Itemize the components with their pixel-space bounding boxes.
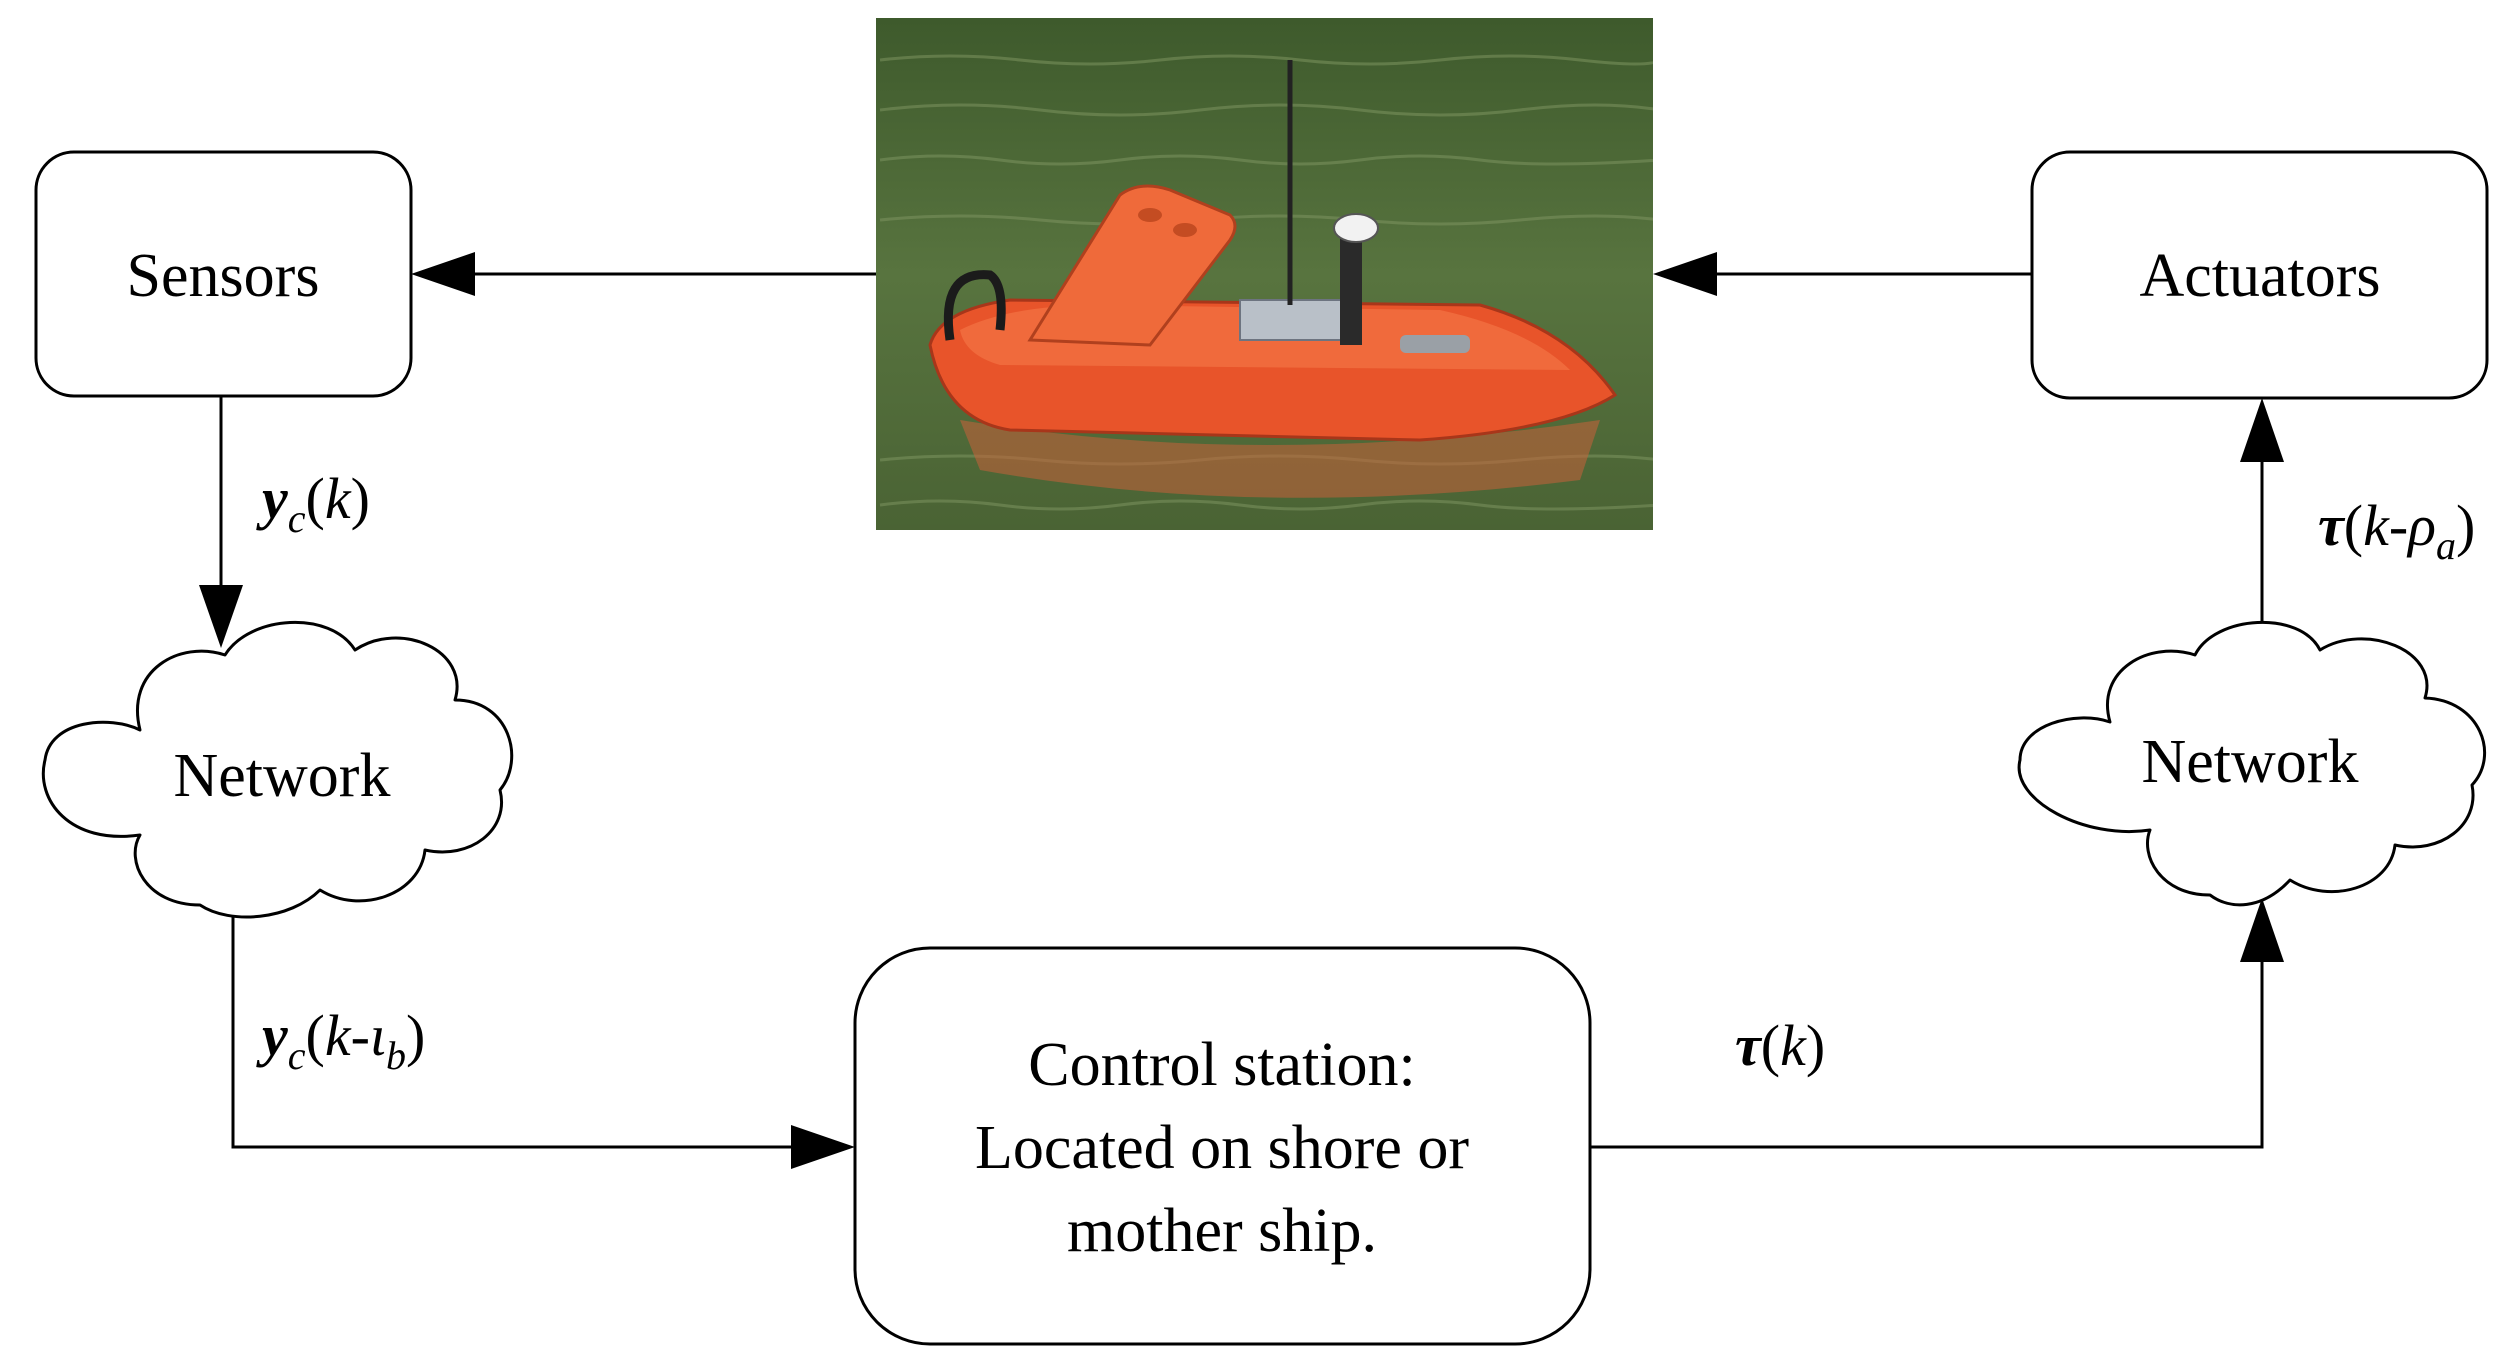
sensors-box [34, 150, 413, 398]
signal-delayed-control: τ(k-ρa) [2318, 493, 2475, 568]
lid-knob-2 [1173, 223, 1197, 237]
arrowhead-into-network-left [199, 585, 243, 648]
lid-knob-1 [1138, 208, 1162, 222]
arrowhead-into-plant [1653, 252, 1717, 296]
network-right-label: Network [2142, 728, 2359, 796]
gps-dome [1333, 213, 1379, 243]
sensors-label: Sensors [127, 242, 320, 310]
control-station-line-3: mother ship. [1067, 1197, 1377, 1265]
network-left-node: Network [41, 621, 514, 919]
arrowhead-into-actuators [2240, 398, 2284, 462]
control-station-node: Control station: Located on shore or mot… [853, 946, 1592, 1346]
network-right-cloud [2017, 621, 2487, 907]
edge-control-to-network [1590, 962, 2264, 1149]
edge-network-to-control [231, 908, 791, 1149]
mast-post [1340, 235, 1362, 345]
control-station-line-1: Control station: [1028, 1031, 1416, 1099]
actuators-node: Actuators [2030, 150, 2489, 400]
control-station-box [853, 946, 1592, 1346]
boat-photo [876, 18, 1653, 530]
arrowhead-into-control [791, 1125, 855, 1169]
equipment-box [1239, 299, 1351, 341]
rear-fitting [1400, 335, 1470, 353]
signal-control-output: τ(k) [1735, 1013, 1825, 1078]
actuators-box [2030, 150, 2489, 400]
water-ripples [879, 54, 1653, 511]
network-left-cloud [41, 621, 514, 919]
arrowhead-into-sensors [411, 252, 475, 296]
signal-delayed-output: yc(k-ιb) [256, 1003, 425, 1078]
network-right-node: Network [2017, 621, 2487, 907]
connectors [199, 252, 2284, 1169]
network-left-label: Network [174, 742, 391, 810]
sensors-node: Sensors [34, 150, 413, 398]
arrowhead-into-network-right [2240, 898, 2284, 962]
control-station-line-2: Located on shore or [975, 1114, 1469, 1182]
actuators-label: Actuators [2139, 242, 2380, 310]
signal-sensor-output: yc(k) [256, 466, 370, 541]
hose [943, 270, 1006, 341]
